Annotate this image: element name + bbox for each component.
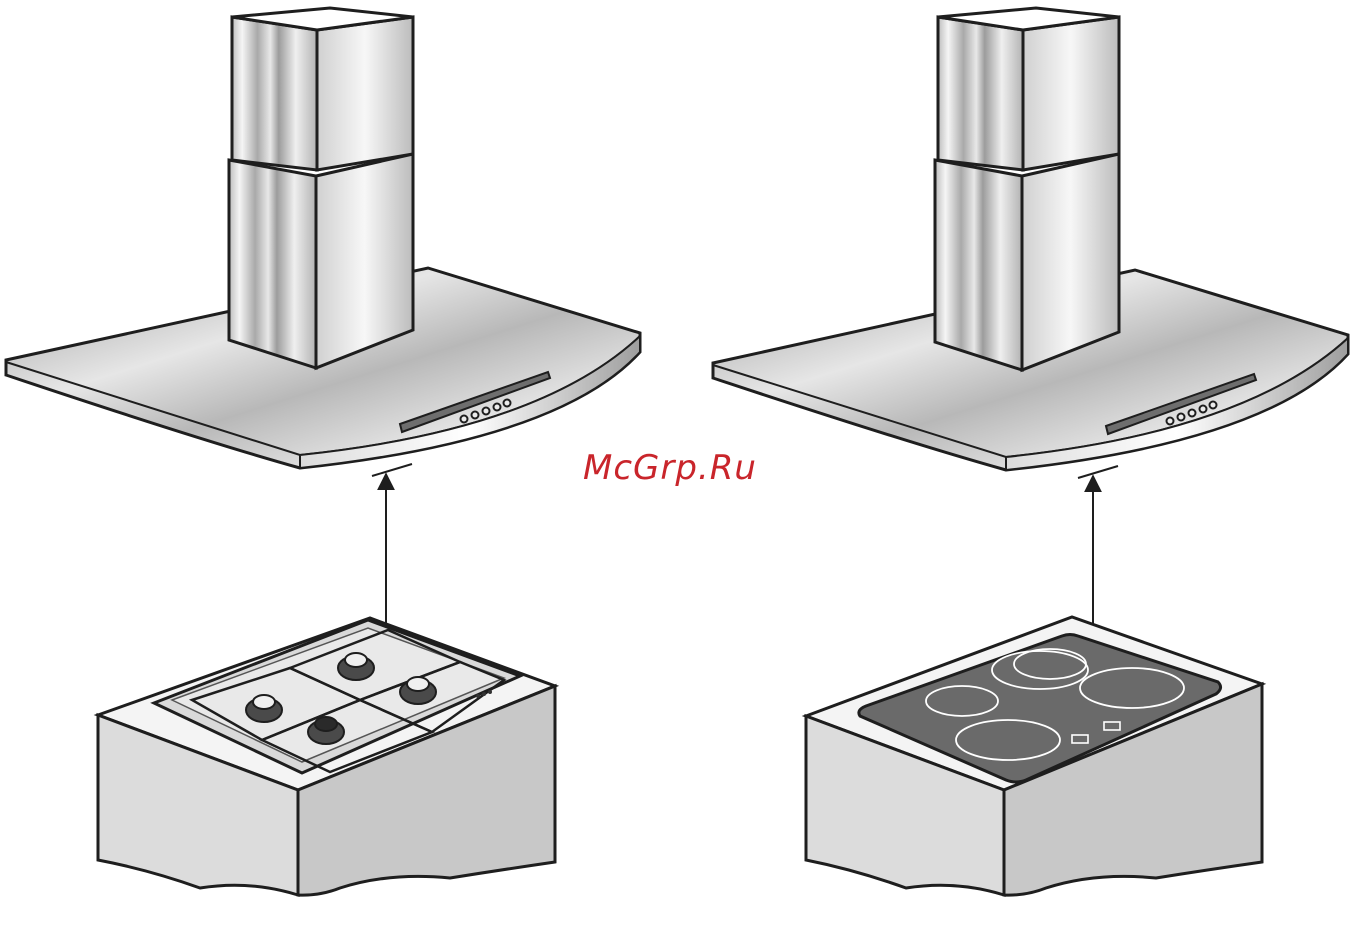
gas-hob-scene	[6, 8, 640, 895]
clearance-reference-line	[372, 464, 412, 476]
ceramic-hob-scene	[713, 8, 1348, 895]
hood-button-icon	[1167, 418, 1174, 425]
chimney-lower-front	[229, 160, 316, 368]
hood-button-icon	[461, 416, 468, 423]
burner-cap-icon	[345, 653, 367, 667]
hood-button-icon	[1189, 410, 1196, 417]
knob-icon	[476, 694, 480, 698]
chimney-upper-front	[232, 17, 317, 170]
chimney-upper-side	[1023, 17, 1119, 170]
chimney-upper-front	[938, 17, 1023, 170]
clearance-reference-line	[1078, 466, 1118, 478]
chimney-hood-left	[6, 8, 640, 468]
chimney-lower-side	[1022, 154, 1119, 370]
watermark-text: McGrp.Ru	[583, 448, 757, 488]
hood-button-icon	[1200, 406, 1207, 413]
burner-cap-icon	[407, 677, 429, 691]
knob-icon	[488, 690, 492, 694]
hood-button-icon	[483, 408, 490, 415]
hood-button-icon	[1210, 402, 1217, 409]
hood-button-icon	[1178, 414, 1185, 421]
chimney-upper-side	[317, 17, 413, 170]
chimney-lower-front	[935, 160, 1022, 370]
burner-cap-icon	[315, 717, 337, 731]
burner-cap-icon	[253, 695, 275, 709]
knob-icon	[482, 692, 486, 696]
hood-button-icon	[472, 412, 479, 419]
chimney-lower-side	[316, 154, 413, 368]
hood-button-icon	[504, 400, 511, 407]
chimney-hood-right	[713, 8, 1348, 470]
hood-button-icon	[494, 404, 501, 411]
